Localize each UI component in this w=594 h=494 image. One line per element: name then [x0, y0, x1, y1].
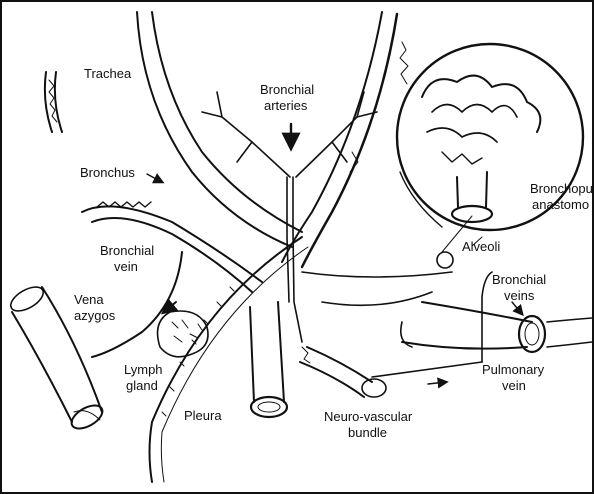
neurovascular-bundle-shape — [300, 347, 386, 397]
label-bronchopulmonary-2: anastomo — [532, 197, 589, 212]
label-bronchial-veins-2: veins — [504, 288, 534, 303]
label-bronchial-vein-2: vein — [114, 259, 138, 274]
label-bronchopulmonary-1: Bronchopu — [530, 181, 593, 196]
trachea-shape — [45, 72, 62, 132]
pleura-line — [150, 237, 309, 482]
label-lymph-gland-2: gland — [126, 378, 158, 393]
alveolus-circle — [437, 252, 453, 268]
pulmonary-vein-tube — [401, 302, 592, 352]
bronchial-artery-trunk — [137, 12, 408, 267]
label-bronchial-veins-1: Bronchial — [492, 272, 546, 287]
label-neurovascular-2: bundle — [348, 425, 387, 440]
label-lymph-gland-1: Lymph — [124, 362, 163, 377]
label-pleura: Pleura — [184, 408, 222, 423]
label-bronchial-vein-1: Bronchial — [100, 243, 154, 258]
label-trachea: Trachea — [84, 66, 131, 81]
label-bronchial-arteries-1: Bronchial — [260, 82, 314, 97]
central-tube — [250, 302, 287, 417]
label-vena-azygos-2: azygos — [74, 308, 115, 323]
bronchus-shape — [82, 174, 262, 292]
label-bronchial-arteries-2: arteries — [264, 98, 307, 113]
label-vena-azygos-1: Vena — [74, 292, 104, 307]
label-bronchus: Bronchus — [80, 165, 135, 180]
label-alveoli: Alveoli — [462, 239, 500, 254]
label-neurovascular-1: Neuro-vascular — [324, 409, 412, 424]
label-pulmonary-vein-2: vein — [502, 378, 526, 393]
label-pulmonary-vein-1: Pulmonary — [482, 362, 544, 377]
